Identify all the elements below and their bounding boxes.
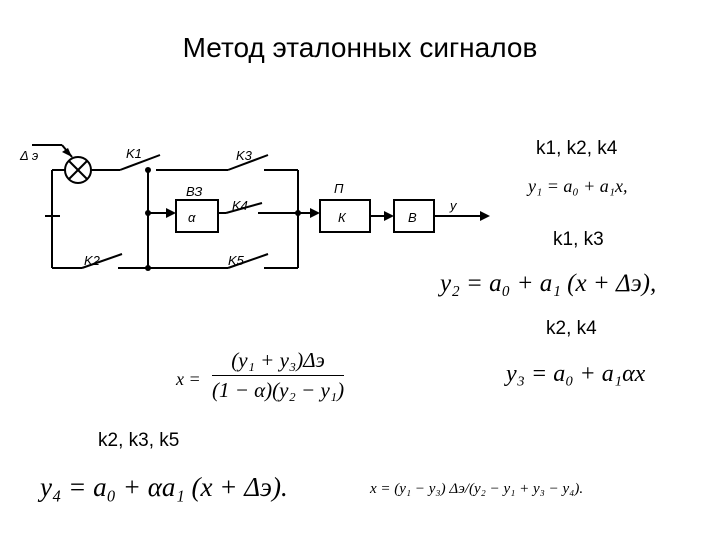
p-label: П <box>334 181 344 196</box>
equation-y3: y₃ = a₀ + a₁αx <box>506 361 646 387</box>
arrowhead-icon <box>310 208 320 218</box>
equation-x-fraction: (y₁ + y₃)Δэ (1 − α)(y₂ − y₁) <box>212 348 345 403</box>
input-label: Δ э <box>19 148 38 163</box>
case-label-4: k2, k3, k5 <box>98 430 180 451</box>
page-title: Метод эталонных сигналов <box>182 32 538 63</box>
v-block-label: В <box>408 210 417 225</box>
switch-k2-label: K2 <box>84 253 101 268</box>
equation-x-numerator: (y₁ + y₃)Δэ <box>212 348 345 376</box>
equation-y1: y₁ = a₀ + a₁x, <box>528 176 628 196</box>
alpha-label: α <box>188 210 196 225</box>
equation-x-denominator: (1 − α)(y₂ − y₁) <box>212 378 345 402</box>
arrowhead-icon <box>384 211 394 221</box>
arrowhead-icon <box>166 208 176 218</box>
equation-x-lhs: x = <box>176 369 201 389</box>
output-arrowhead-icon <box>480 211 490 221</box>
switch-k4-label: K4 <box>232 198 248 213</box>
switch-k3-label: K3 <box>236 148 253 163</box>
switch-k5-label: K5 <box>228 253 245 268</box>
case-label-2: k1, k3 <box>553 229 604 250</box>
equation-y4: y₄ = a₀ + αa₁ (x + Δэ). <box>40 472 288 502</box>
equation-x-alt: x = (y₁ − y₃) Δэ/(y₂ − y₁ + y₃ − y₄). <box>370 481 584 497</box>
vz-block-label: ВЗ <box>186 184 202 199</box>
switch-k1-label: K1 <box>126 146 142 161</box>
k-block-label: К <box>338 210 347 225</box>
equation-y2: y₂ = a₀ + a₁ (x + Δэ), <box>440 270 657 297</box>
output-label: y <box>449 198 458 213</box>
vz-block <box>175 199 219 233</box>
case-label-3: k2, k4 <box>546 318 597 339</box>
case-label-1: k1, k2, k4 <box>536 138 618 159</box>
input-arrowhead-icon <box>62 148 72 157</box>
